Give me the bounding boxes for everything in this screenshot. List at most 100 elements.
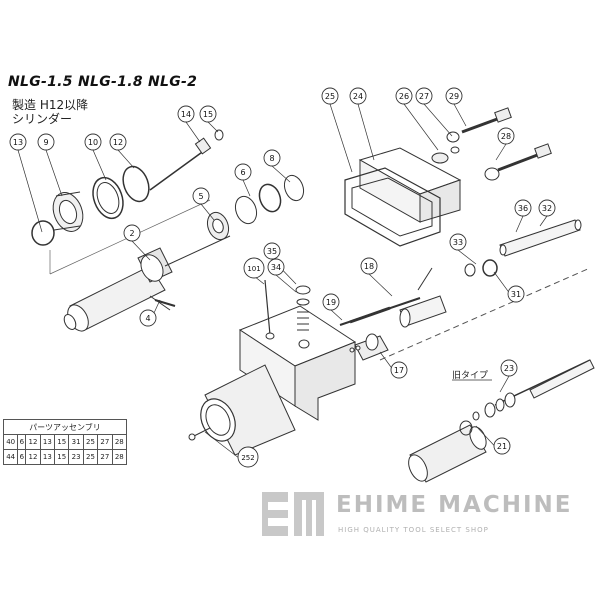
old-type-cylinder-part <box>408 420 487 483</box>
assembly-code: 44 <box>2 449 19 465</box>
part-cell: 6 <box>17 434 27 450</box>
callout-leader-line <box>92 149 107 181</box>
callout-101: 101 <box>243 257 265 285</box>
small-screw-part <box>188 427 211 441</box>
callout-10: 10 <box>84 133 107 181</box>
callout-circle <box>445 87 463 105</box>
callout-circle <box>9 133 27 151</box>
callout-number: 18 <box>364 262 374 271</box>
callout-number: 4 <box>145 314 150 323</box>
callout-number: 25 <box>325 92 335 101</box>
callout-number: 28 <box>501 132 511 141</box>
part-cell: 28 <box>111 434 128 450</box>
callout-number: 13 <box>13 138 23 147</box>
callout-number: 26 <box>399 92 409 101</box>
callout-252: 252 <box>204 431 259 468</box>
callout-circle <box>390 361 408 379</box>
part-cell: 25 <box>82 449 99 465</box>
callout-leader-line <box>45 149 63 197</box>
callout-36: 36 <box>514 199 532 233</box>
callout-circle <box>395 87 413 105</box>
part-cell: 23 <box>68 449 84 465</box>
callout-circle <box>177 105 195 123</box>
o-ring-part <box>31 220 55 246</box>
callout-circle <box>109 133 127 151</box>
callout-leader-line <box>275 274 297 293</box>
callout-33: 33 <box>449 233 477 265</box>
callout-32: 32 <box>538 199 556 227</box>
callout-number: 33 <box>453 238 463 247</box>
callout-circle <box>267 258 285 276</box>
callout-26: 26 <box>395 87 439 151</box>
callout-number: 9 <box>43 138 48 147</box>
part-cell: 31 <box>68 434 84 450</box>
callout-leader-line <box>423 103 453 137</box>
part-cell: 15 <box>54 449 70 465</box>
old-type-plunger-part <box>472 359 595 421</box>
part-cell: 13 <box>39 434 56 450</box>
callout-number: 12 <box>113 138 123 147</box>
callout-number: 36 <box>518 204 528 213</box>
callout-28: 28 <box>495 127 515 161</box>
part-name: シリンダー <box>12 112 73 126</box>
parts-assembly-title: パーツアッセンブリ <box>3 419 127 435</box>
callout-number: 35 <box>267 247 277 256</box>
callout-27: 27 <box>415 87 453 137</box>
callout-leader-line <box>357 103 375 161</box>
callout-25: 25 <box>321 87 353 173</box>
callout-21: 21 <box>475 425 511 455</box>
callout-leader-line <box>17 149 43 233</box>
callout-circle <box>243 257 265 279</box>
callout-leader-line <box>271 165 291 183</box>
callout-6: 6 <box>234 163 252 197</box>
callout-17: 17 <box>379 351 408 379</box>
ring-part <box>92 165 150 220</box>
callout-number: 24 <box>353 92 363 101</box>
callout-15: 15 <box>199 105 219 133</box>
bolt-part <box>431 107 552 181</box>
callout-circle <box>37 133 55 151</box>
callout-2: 2 <box>123 224 151 261</box>
model-title: NLG-1.5 NLG-1.8 NLG-2 <box>8 74 198 90</box>
callout-circle <box>449 233 467 251</box>
callout-number: 5 <box>198 192 203 201</box>
part-cell: 27 <box>97 434 113 450</box>
callout-leader-line <box>539 215 548 227</box>
callout-leader-line <box>117 149 135 169</box>
part-cell: 25 <box>82 434 99 450</box>
callout-31: 31 <box>493 271 525 303</box>
callout-circle <box>322 293 340 311</box>
callout-24: 24 <box>349 87 375 161</box>
old-type-label: 旧タイプ <box>452 370 488 381</box>
callout-leader-line <box>453 103 467 127</box>
callout-leader-line <box>403 103 439 151</box>
callout-circle <box>349 87 367 105</box>
em-logo-icon <box>262 492 324 536</box>
callout-leader-line <box>457 249 477 265</box>
callout-circle <box>139 309 157 327</box>
callout-number: 101 <box>247 265 260 273</box>
callout-number: 32 <box>542 204 552 213</box>
callout-number: 19 <box>326 298 336 307</box>
part-cell: 6 <box>17 449 27 465</box>
callout-circle <box>84 133 102 151</box>
callout-leader-line <box>185 121 201 143</box>
callout-leader-line <box>368 273 393 297</box>
callout-29: 29 <box>445 87 467 127</box>
callout-number: 21 <box>497 442 507 451</box>
spring-valve-part <box>295 285 311 349</box>
callout-5: 5 <box>192 187 215 221</box>
pump-body-part <box>200 305 357 456</box>
callout-leader-line <box>515 215 524 233</box>
callout-circle <box>507 285 525 303</box>
table-row: 40 6 12 13 15 31 25 27 28 <box>2 434 128 450</box>
callout-number: 2 <box>129 229 134 238</box>
callout-circle <box>263 149 281 167</box>
part-cell: 12 <box>25 449 41 465</box>
callout-number: 6 <box>240 168 245 177</box>
callout-circle <box>237 446 259 468</box>
callout-circle <box>500 359 518 377</box>
check-valve-part <box>349 333 389 361</box>
